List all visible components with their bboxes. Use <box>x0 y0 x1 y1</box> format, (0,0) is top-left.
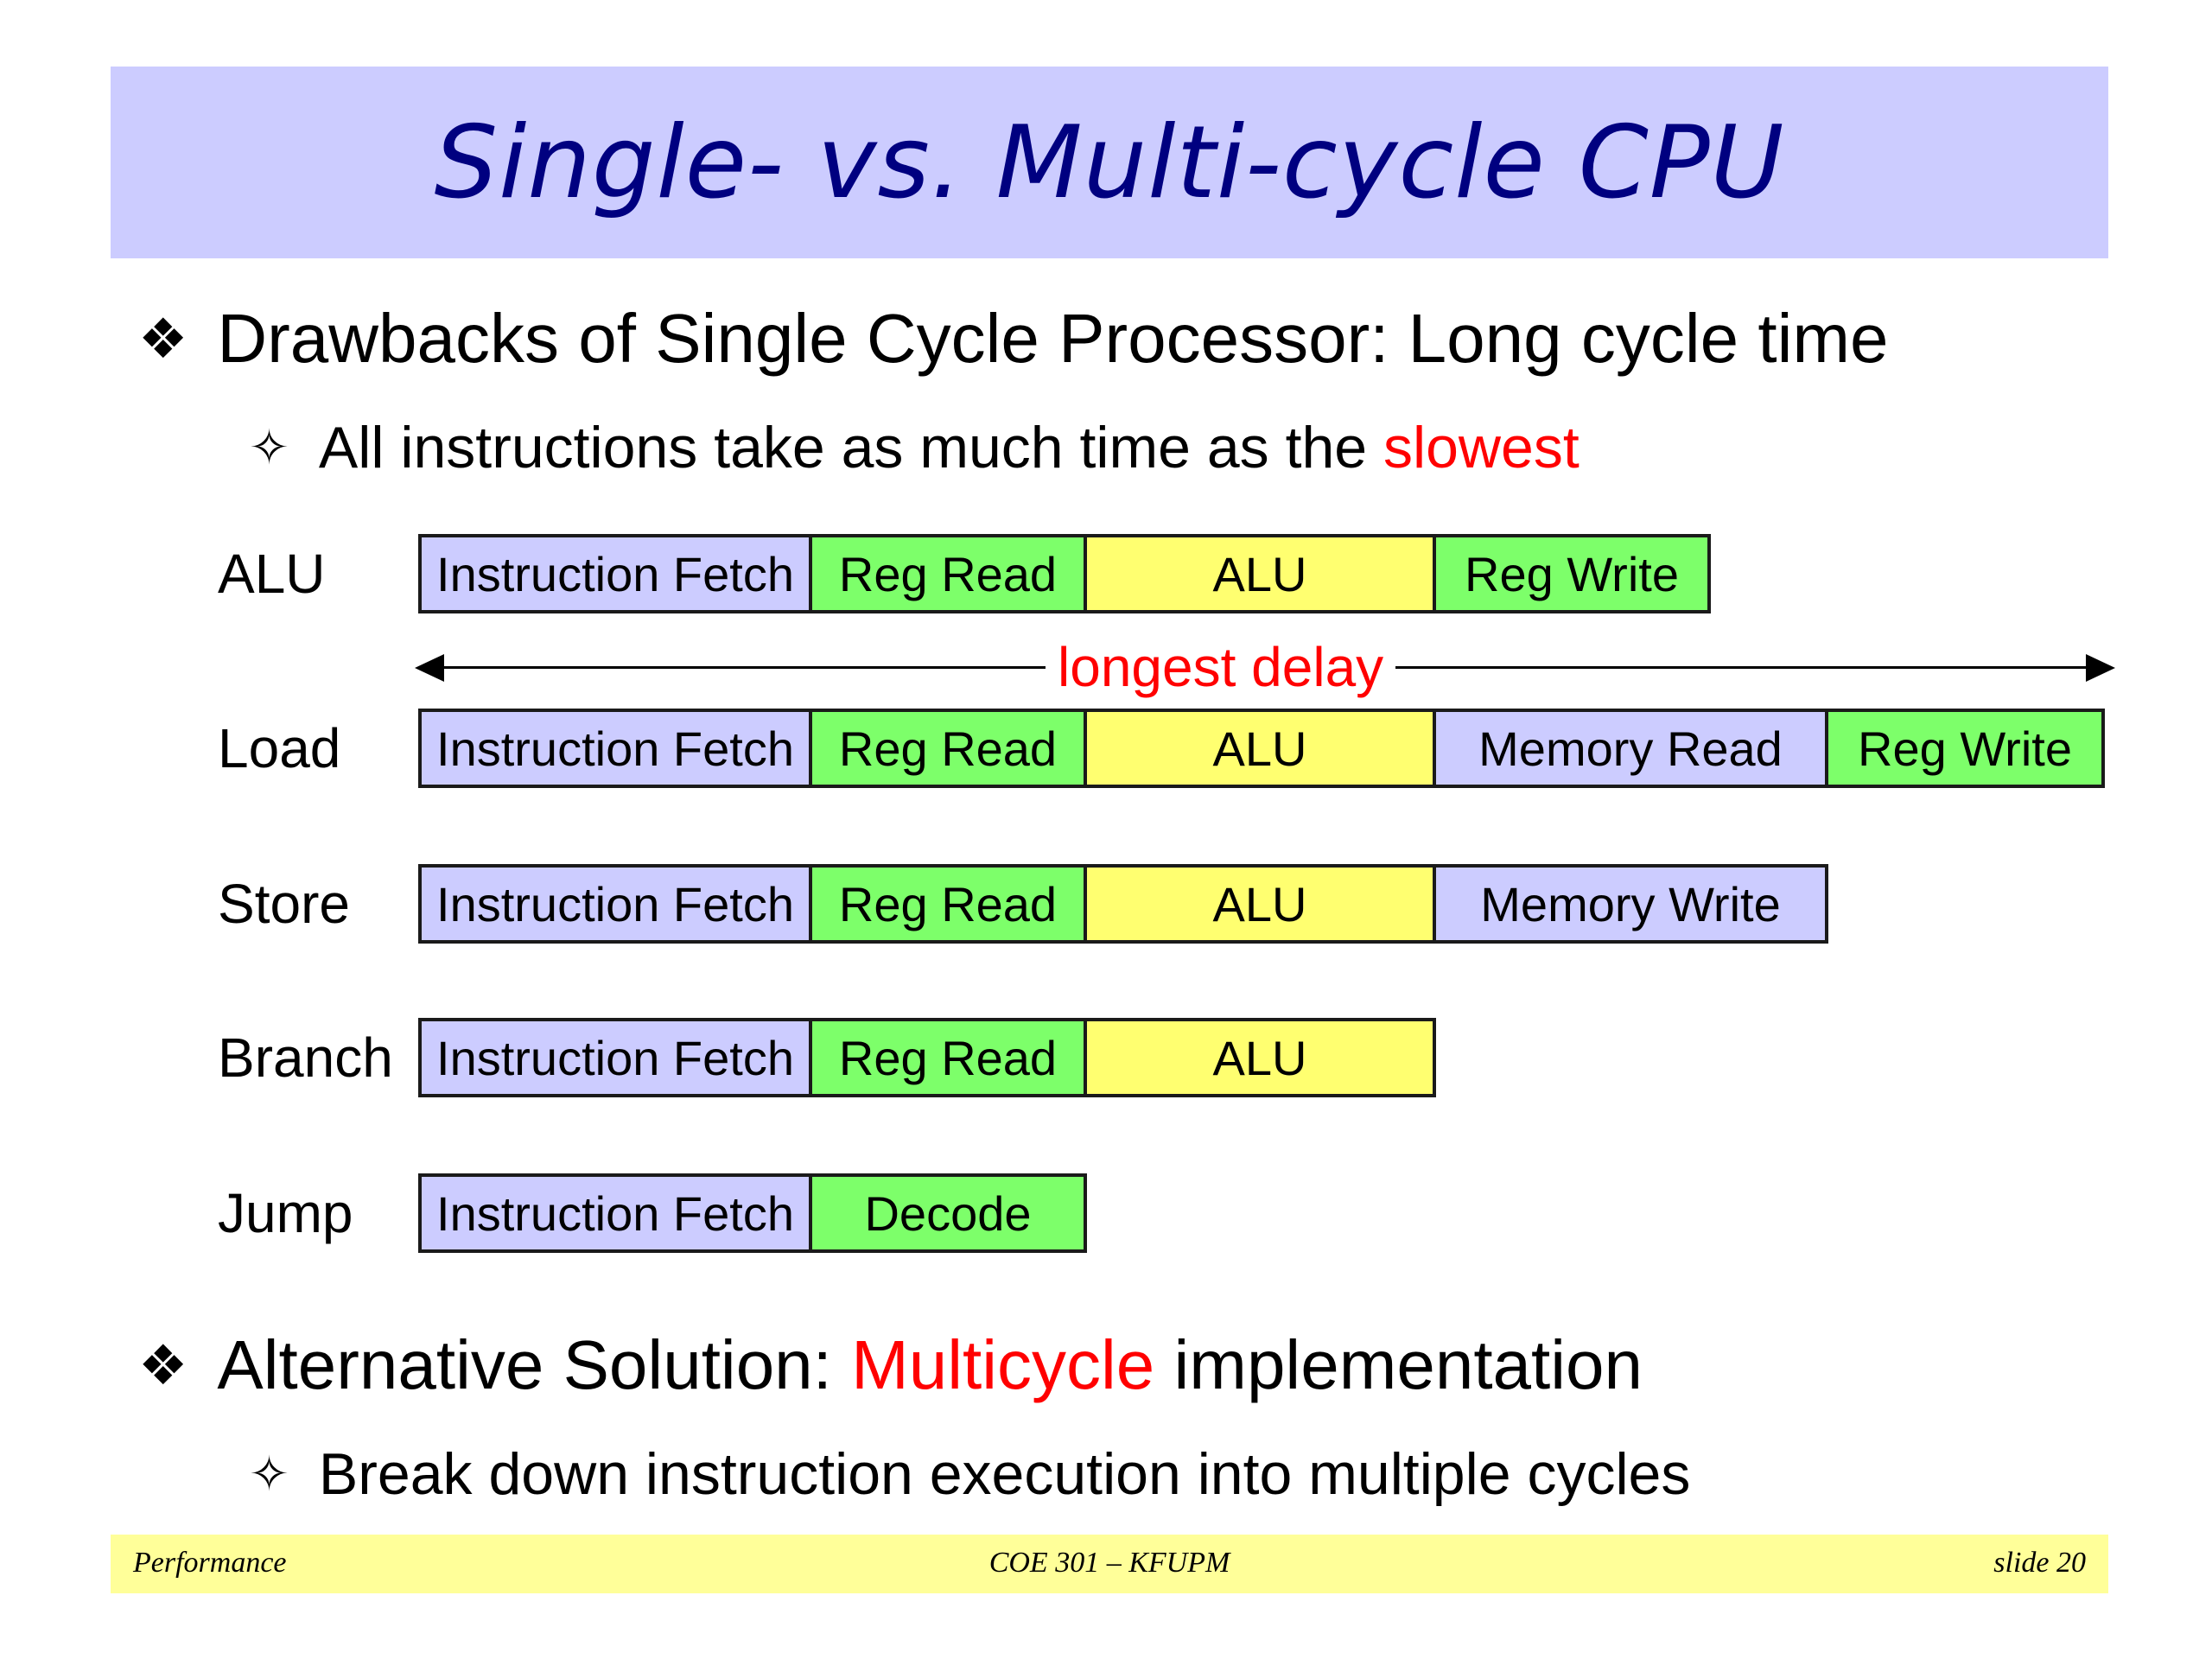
row-label-store: Store <box>218 873 350 935</box>
stage-reg-read: Reg Read <box>809 864 1087 944</box>
stage-instruction-fetch: Instruction Fetch <box>418 864 812 944</box>
title-bar: Single- vs. Multi-cycle CPU <box>111 67 2108 258</box>
bullet-break-down: ✧ Break down instruction execution into … <box>249 1436 1690 1512</box>
bullet-slowest: ✧ All instructions take as much time as … <box>249 410 1580 486</box>
star-bullet-icon: ✧ <box>249 1446 289 1501</box>
stage-memory-read: Memory Read <box>1433 709 1828 788</box>
bullet-text: Alternative Solution: <box>217 1326 852 1403</box>
footer-bar: Performance COE 301 – KFUPM slide 20 <box>111 1535 2108 1593</box>
stage-alu: ALU <box>1084 864 1436 944</box>
stage-alu: ALU <box>1084 709 1436 788</box>
diamond-bullet-icon: ❖ <box>138 307 188 370</box>
bullet-text: implementation <box>1154 1326 1643 1403</box>
slide-title: Single- vs. Multi-cycle CPU <box>434 104 1785 221</box>
stage-instruction-fetch: Instruction Fetch <box>418 1018 812 1097</box>
bullet-text: Break down instruction execution into mu… <box>318 1441 1691 1507</box>
stage-reg-read: Reg Read <box>809 1018 1087 1097</box>
footer-left: Performance <box>133 1547 287 1579</box>
star-bullet-icon: ✧ <box>249 420 289 474</box>
stage-instruction-fetch: Instruction Fetch <box>418 709 812 788</box>
bullet-drawbacks: ❖ Drawbacks of Single Cycle Processor: L… <box>138 296 1888 382</box>
stage-decode: Decode <box>809 1173 1087 1253</box>
arrow-left-icon <box>415 654 444 682</box>
longest-delay-label: longest delay <box>1046 632 1396 702</box>
stage-reg-write: Reg Write <box>1825 709 2105 788</box>
row-label-jump: Jump <box>218 1182 353 1244</box>
row-label-branch: Branch <box>218 1027 393 1089</box>
stage-memory-write: Memory Write <box>1433 864 1828 944</box>
row-label-alu: ALU <box>218 543 326 605</box>
stage-alu: ALU <box>1084 534 1436 613</box>
stage-reg-read: Reg Read <box>809 534 1087 613</box>
bullet-text: All instructions take as much time as th… <box>318 415 1383 480</box>
diamond-bullet-icon: ❖ <box>138 1333 188 1396</box>
stage-instruction-fetch: Instruction Fetch <box>418 1173 812 1253</box>
bullet-alternative: ❖ Alternative Solution: Multicycle imple… <box>138 1322 1643 1408</box>
stage-reg-write: Reg Write <box>1433 534 1711 613</box>
stage-reg-read: Reg Read <box>809 709 1087 788</box>
footer-center: COE 301 – KFUPM <box>988 1547 1230 1579</box>
row-label-load: Load <box>218 717 341 779</box>
bullet-text: Drawbacks of Single Cycle Processor: Lon… <box>217 300 1889 377</box>
stage-instruction-fetch: Instruction Fetch <box>418 534 812 613</box>
highlight-text: slowest <box>1383 415 1580 480</box>
footer-right: slide 20 <box>1993 1547 2086 1579</box>
longest-delay-arrow: longest delay <box>415 632 2115 702</box>
highlight-text: Multicycle <box>851 1326 1155 1403</box>
stage-alu: ALU <box>1084 1018 1436 1097</box>
arrow-right-icon <box>2086 654 2115 682</box>
